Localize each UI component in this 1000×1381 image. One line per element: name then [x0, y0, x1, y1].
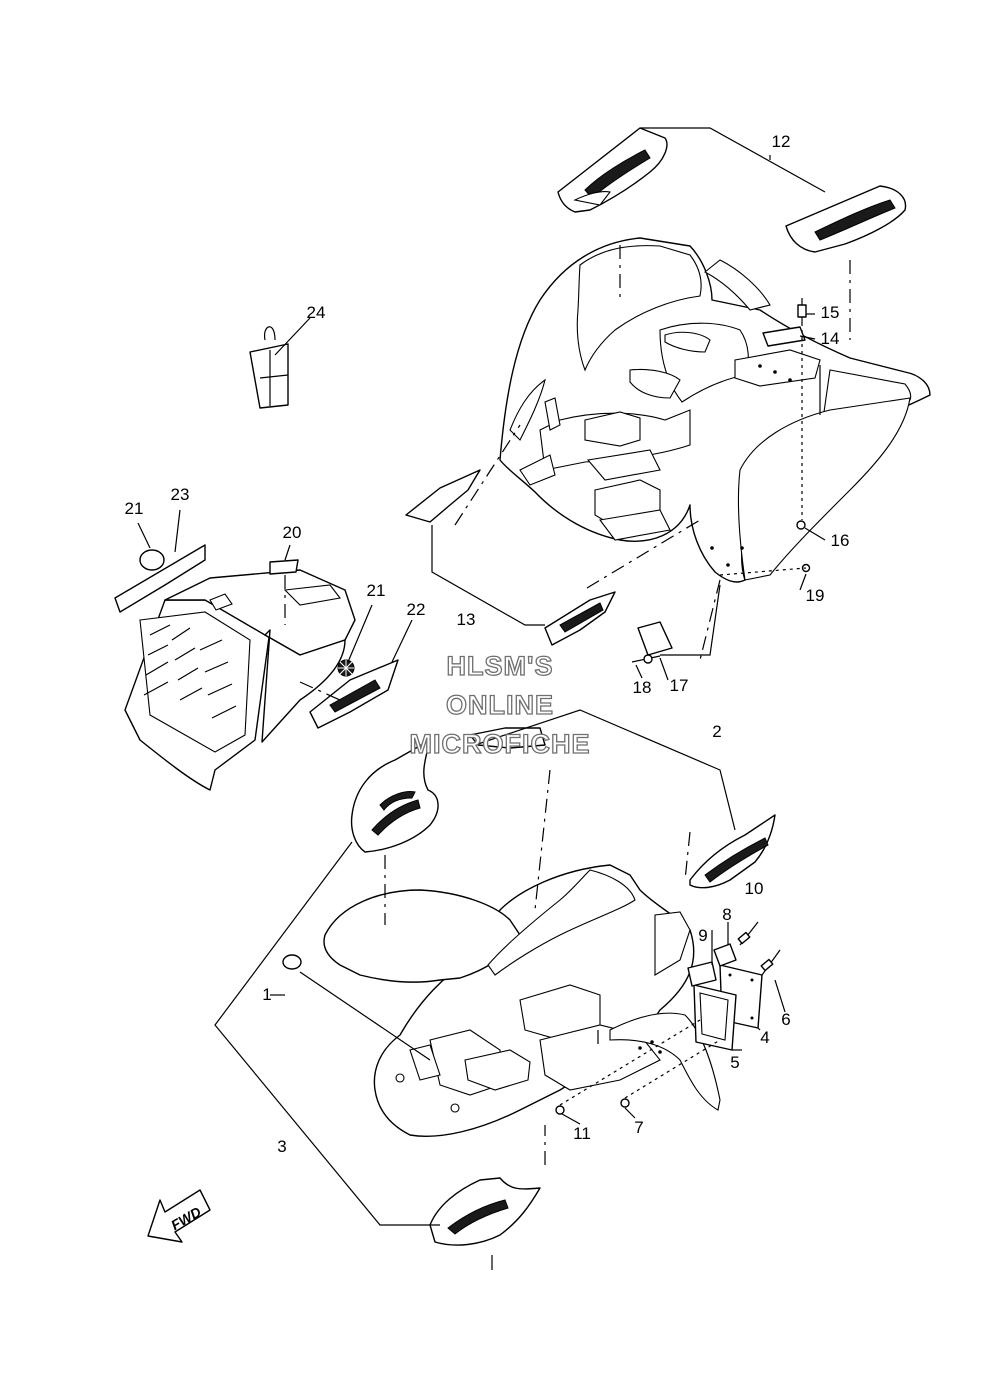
watermark-line-3: MICROFICHE	[410, 729, 591, 759]
callout-21-right: 21	[367, 581, 386, 600]
front-decal-right[interactable]	[689, 814, 776, 889]
rear-fender-side-decal	[405, 469, 616, 646]
part-11-nut[interactable]	[555, 1105, 565, 1115]
part-15-screw[interactable]	[797, 298, 807, 326]
callout-9: 9	[698, 926, 707, 945]
front-fender[interactable]	[323, 864, 721, 1137]
watermark-line-2: ONLINE	[446, 690, 554, 720]
part-24-tag[interactable]	[249, 326, 289, 409]
part-14-plate[interactable]	[762, 326, 806, 347]
callout-19: 19	[806, 586, 825, 605]
callout-21-left: 21	[125, 499, 144, 518]
callout-16: 16	[831, 531, 850, 550]
callout-23: 23	[171, 485, 190, 504]
rear-fender[interactable]	[499, 237, 931, 583]
callout-4: 4	[760, 1028, 769, 1047]
part-17-plate[interactable]	[637, 621, 673, 656]
front-decal-left-bottom[interactable]	[429, 1177, 541, 1246]
callout-11: 11	[573, 1124, 591, 1143]
part-8-cover[interactable]	[713, 943, 737, 967]
part-7-nut[interactable]	[620, 1098, 630, 1108]
front-decal-left-top[interactable]	[350, 739, 439, 853]
part-5-frame[interactable]	[693, 984, 737, 1051]
callout-labels: 1 2 3 4 5 6 7 8 9 10 11 12 13 14 15 16 1…	[125, 132, 850, 1156]
callout-14: 14	[821, 329, 840, 348]
callout-5: 5	[730, 1053, 739, 1072]
callout-20: 20	[283, 523, 302, 542]
rear-fender-decal-right	[785, 185, 907, 253]
part-21-emblem[interactable]	[337, 659, 355, 677]
callout-6: 6	[781, 1010, 790, 1029]
callout-15: 15	[821, 303, 840, 322]
part-21-badge-round[interactable]	[139, 549, 165, 571]
watermark-line-1: HLSM'S	[447, 651, 554, 681]
watermark: HLSM'S ONLINE MICROFICHE	[409, 650, 591, 759]
part-10-screw[interactable]	[737, 921, 759, 946]
callout-12: 12	[772, 132, 791, 151]
part-16-nut[interactable]	[796, 520, 806, 530]
callout-8: 8	[722, 905, 731, 924]
part-9-gasket[interactable]	[687, 961, 717, 987]
front-grille-assembly[interactable]	[124, 569, 356, 791]
part-23-strip-decal[interactable]	[114, 544, 206, 613]
part-20-label[interactable]	[269, 559, 299, 575]
callout-17: 17	[670, 676, 689, 695]
callout-2: 2	[712, 722, 721, 741]
part-22-decal[interactable]	[309, 659, 399, 729]
callout-1: 1	[262, 985, 271, 1004]
part-1-badge[interactable]	[282, 954, 302, 970]
part-18-bolt[interactable]	[631, 654, 661, 664]
callout-10: 10	[745, 879, 764, 898]
callout-22: 22	[407, 600, 426, 619]
callout-18: 18	[633, 678, 652, 697]
front-top-decal[interactable]	[469, 727, 546, 749]
rear-fender-decal-left	[557, 127, 668, 213]
callout-7: 7	[634, 1118, 643, 1137]
rear-fender-bottom-decal	[586, 449, 671, 541]
forward-direction-arrow: FWD	[147, 1189, 211, 1243]
part-6-bolt[interactable]	[760, 949, 781, 976]
callout-13: 13	[457, 610, 476, 629]
callout-3: 3	[277, 1137, 286, 1156]
callout-24: 24	[307, 303, 326, 322]
